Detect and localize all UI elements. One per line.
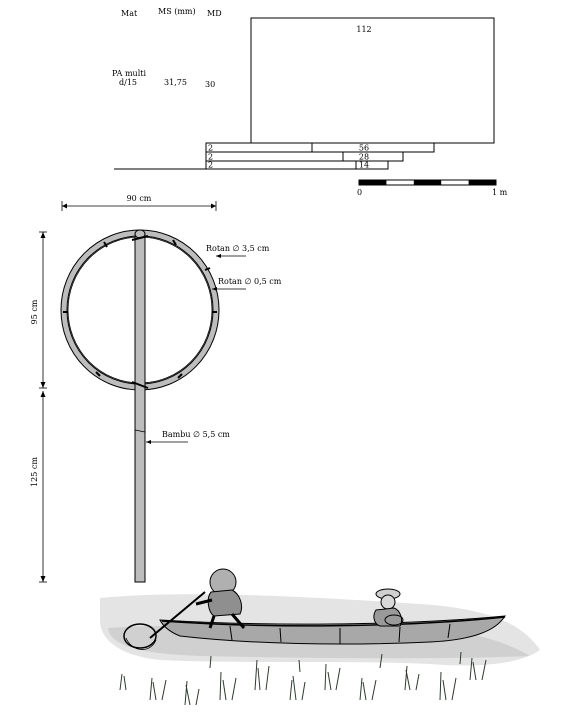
panel-row-3-center: 14 <box>359 161 369 170</box>
panel-row-1-left: 2 <box>208 144 213 153</box>
mesh-size-value: 31,75 <box>164 78 187 87</box>
handle-lashing-bottom <box>131 381 149 389</box>
fisher2-head <box>380 594 396 610</box>
scale-bar: 0 1 m <box>357 179 508 197</box>
scale-segment-5 <box>468 180 496 185</box>
seated-fisher-figure <box>373 588 404 627</box>
hoop-height-label: 95 cm <box>30 299 39 324</box>
header-mesh-depth: MD <box>207 9 222 18</box>
bamboo-joint <box>134 429 146 433</box>
main-panel-label: 112 <box>356 25 371 34</box>
width-dimension: 90 cm <box>61 194 217 211</box>
net-handle-in-use <box>149 591 206 639</box>
mesh-depth-value: 30 <box>205 80 215 89</box>
rotan-inner-label: Rotan ∅ 0,5 cm <box>218 277 282 286</box>
panel-row-2-left: 2 <box>208 153 213 162</box>
ring-lashings <box>63 239 217 379</box>
fisher-arm <box>195 598 213 606</box>
rotan-outer-label: Rotan ∅ 3,5 cm <box>206 244 270 253</box>
bamboo-handle <box>134 235 146 583</box>
panel-row-2-center: 28 <box>359 153 369 162</box>
aquatic-grass <box>119 651 487 706</box>
material-line1: PA multi <box>112 69 146 78</box>
panel-row-3-left: 2 <box>208 161 213 170</box>
boat-gunwale <box>161 616 506 627</box>
material-line2: d/15 <box>119 78 137 87</box>
scale-end-label: 1 m <box>492 188 508 197</box>
callouts: Rotan ∅ 3,5 cm Rotan ∅ 0,5 cm Bambu ∅ 5,… <box>146 244 282 444</box>
bamboo-label: Bambu ∅ 5,5 cm <box>162 430 230 439</box>
panel-row-3 <box>205 160 389 170</box>
fisher-body <box>207 589 243 617</box>
net-frame <box>60 229 220 583</box>
handle-lashing-top <box>131 235 149 241</box>
main-net-panel <box>250 17 495 144</box>
fisher-legs <box>208 613 246 629</box>
handle-length-label: 125 cm <box>30 457 39 487</box>
fisher2-body <box>373 607 403 627</box>
net-hoop-in-use <box>123 623 157 649</box>
height-dimensions: 95 cm 125 cm <box>30 231 47 583</box>
standing-fisher-figure <box>195 568 246 629</box>
scale-segment-1 <box>359 180 387 185</box>
panel-row-1 <box>205 142 435 153</box>
scale-start-label: 0 <box>357 188 362 197</box>
width-label: 90 cm <box>127 194 152 203</box>
spec-table: Mat MS (mm) MD PA multi d/15 31,75 30 11… <box>112 7 495 170</box>
net-bag <box>125 637 157 650</box>
panel-row-1-center: 56 <box>359 144 369 153</box>
header-mat: Mat <box>121 9 138 18</box>
boat-ribs <box>229 623 451 644</box>
header-mesh-size: MS (mm) <box>158 7 196 16</box>
fishing-basket <box>384 614 404 626</box>
panel-row-2 <box>205 151 404 162</box>
scale-segment-3 <box>413 180 442 185</box>
fishing-scene-illustration <box>100 568 540 706</box>
